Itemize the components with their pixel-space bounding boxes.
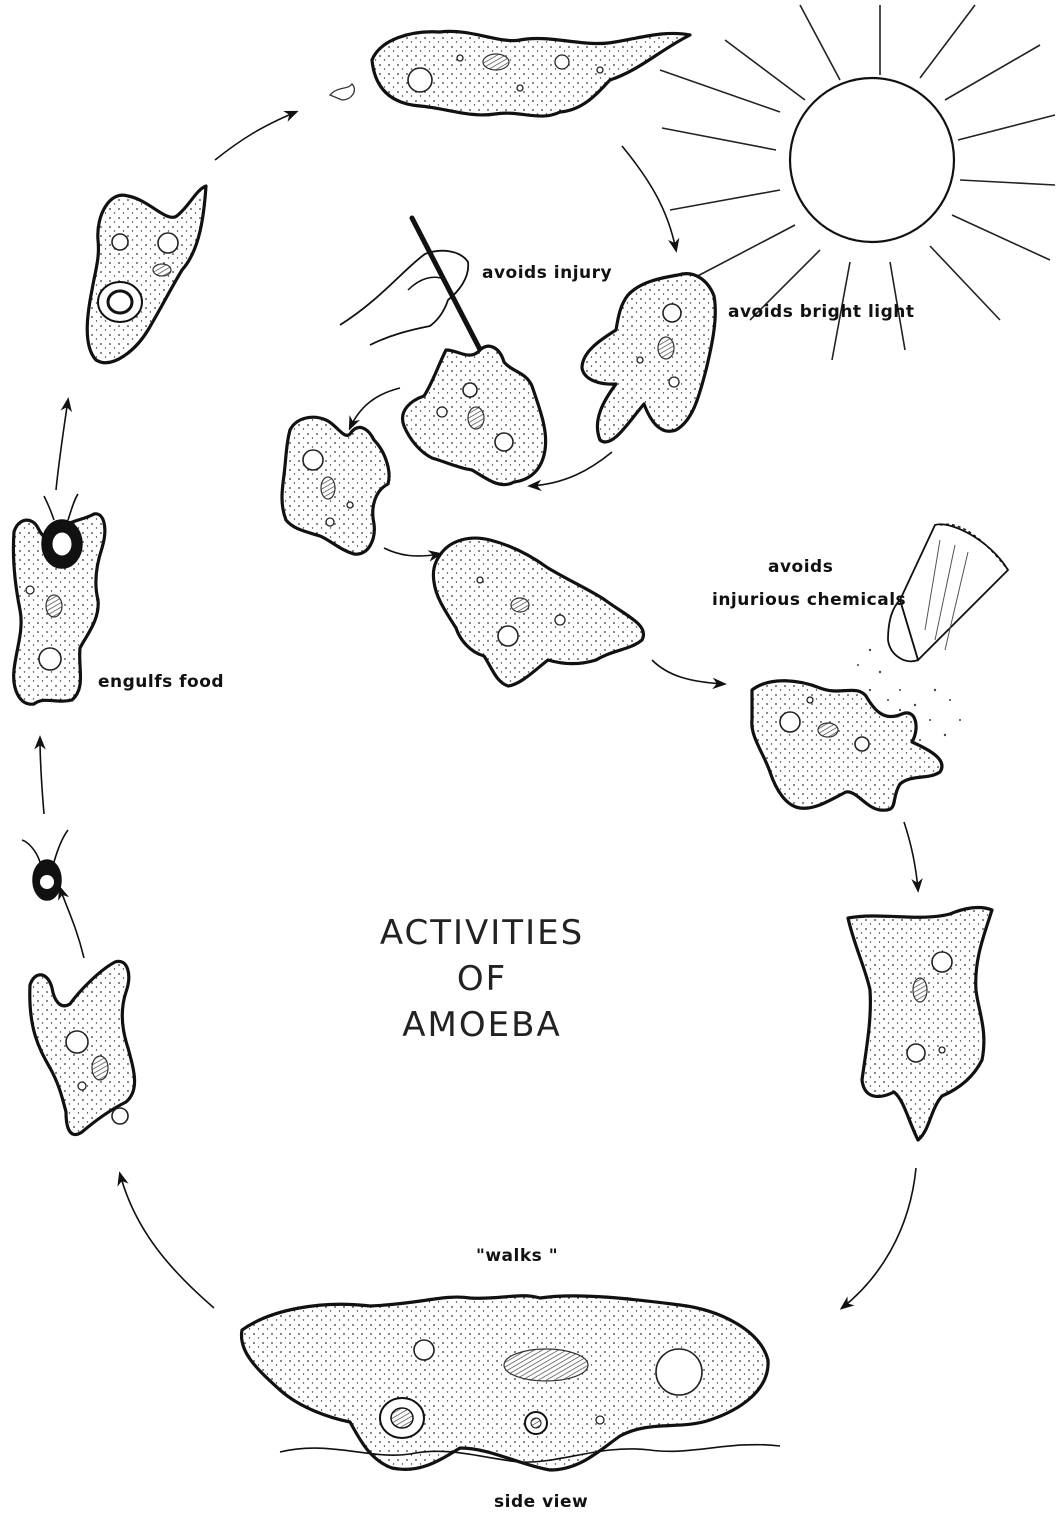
label-side-view: side view: [494, 1492, 588, 1512]
label-walks: "walks ": [476, 1246, 558, 1266]
label-engulfs-food: engulfs food: [98, 672, 224, 692]
amoeba-recovering: [282, 417, 389, 554]
title-line-1: ACTIVITIES: [352, 910, 612, 956]
amoeba-walking: [241, 1296, 780, 1470]
amoeba-engulfing: [13, 494, 104, 704]
amoeba-lower-left: [30, 961, 135, 1134]
amoeba-top: [330, 31, 690, 116]
amoeba-right: [848, 907, 992, 1140]
hand-needle-icon: [340, 218, 488, 365]
title-line-3: AMOEBA: [352, 1002, 612, 1048]
label-avoids-injury: avoids injury: [482, 263, 612, 283]
diagram-title: ACTIVITIES OF AMOEBA: [352, 910, 612, 1048]
title-line-2: OF: [352, 956, 612, 1002]
amoeba-injury: [403, 346, 546, 484]
amoeba-middle: [433, 538, 643, 686]
amoeba-upper-left: [87, 186, 206, 363]
label-avoids-chemicals-1: avoids: [768, 557, 833, 577]
label-avoids-bright-light: avoids bright light: [728, 302, 915, 322]
amoeba-chemicals: [752, 681, 942, 810]
amoeba-light: [582, 274, 715, 442]
label-avoids-chemicals-2: injurious chemicals: [712, 590, 906, 610]
